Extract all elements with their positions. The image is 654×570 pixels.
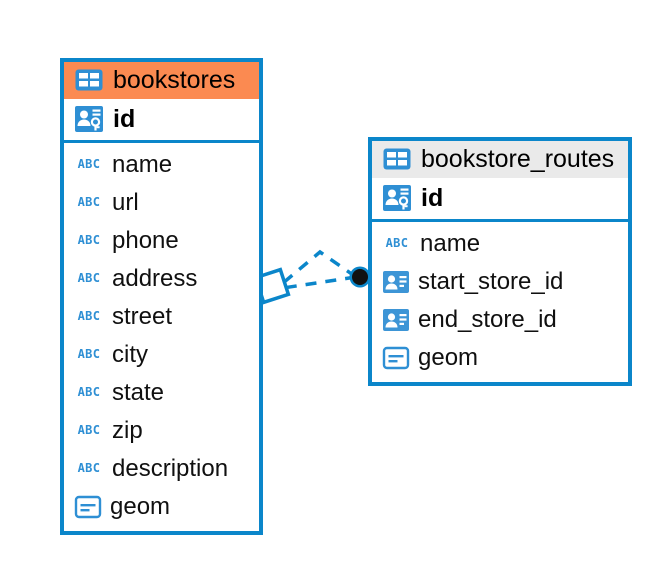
table-row[interactable]: ABC phone: [64, 222, 259, 260]
primary-key-row[interactable]: id: [64, 99, 259, 143]
table-row[interactable]: ABC street: [64, 298, 259, 336]
abc-text-icon: ABC: [74, 266, 104, 292]
column-label: geom: [418, 344, 479, 371]
svg-text:ABC: ABC: [78, 195, 101, 209]
column-list: ABC name ABC url ABC p: [64, 143, 259, 531]
svg-text:ABC: ABC: [78, 233, 101, 247]
abc-text-icon: ABC: [74, 342, 104, 368]
foreign-key-icon: [382, 268, 410, 296]
column-label: name: [112, 151, 173, 178]
column-label: url: [112, 189, 139, 216]
svg-text:ABC: ABC: [78, 461, 101, 475]
table-row[interactable]: geom: [372, 339, 628, 377]
svg-text:ABC: ABC: [78, 271, 101, 285]
column-label: city: [112, 341, 148, 368]
relationship-branch-lower: [282, 275, 357, 290]
column-label: street: [112, 303, 173, 330]
table-row[interactable]: ABC state: [64, 374, 259, 412]
table-icon: [74, 67, 104, 93]
geometry-icon: [382, 344, 410, 372]
primary-key-row[interactable]: id: [372, 178, 628, 222]
primary-key-icon: [382, 183, 412, 213]
entity-header-bookstores[interactable]: bookstores: [64, 62, 259, 99]
foreign-key-icon: [382, 306, 410, 334]
svg-text:ABC: ABC: [78, 157, 101, 171]
column-label: geom: [110, 493, 171, 520]
table-row[interactable]: ABC name: [372, 225, 628, 263]
primary-key-label: id: [421, 183, 444, 212]
abc-text-icon: ABC: [74, 190, 104, 216]
svg-text:ABC: ABC: [386, 236, 409, 250]
column-label: name: [420, 230, 481, 257]
table-row[interactable]: start_store_id: [372, 263, 628, 301]
table-icon: [382, 146, 412, 172]
column-label: end_store_id: [418, 306, 557, 333]
abc-text-icon: ABC: [74, 418, 104, 444]
primary-key-icon: [74, 104, 104, 134]
table-row[interactable]: end_store_id: [372, 301, 628, 339]
relationship-branch-upper: [281, 249, 357, 285]
table-row[interactable]: ABC name: [64, 146, 259, 184]
entity-table-bookstore-routes[interactable]: bookstore_routes id: [368, 137, 632, 386]
abc-text-icon: ABC: [74, 152, 104, 178]
abc-text-icon: ABC: [74, 228, 104, 254]
svg-text:ABC: ABC: [78, 309, 101, 323]
entity-title: bookstores: [113, 65, 236, 94]
entity-header-bookstore-routes[interactable]: bookstore_routes: [372, 141, 628, 178]
svg-text:ABC: ABC: [78, 347, 101, 361]
entity-title: bookstore_routes: [421, 144, 615, 173]
table-row[interactable]: geom: [64, 488, 259, 526]
svg-text:ABC: ABC: [78, 423, 101, 437]
table-row[interactable]: ABC url: [64, 184, 259, 222]
column-label: zip: [112, 417, 143, 444]
column-label: start_store_id: [418, 268, 564, 295]
column-label: phone: [112, 227, 179, 254]
primary-key-label: id: [113, 104, 136, 133]
column-label: state: [112, 379, 165, 406]
abc-text-icon: ABC: [74, 304, 104, 330]
abc-text-icon: ABC: [382, 231, 412, 257]
abc-text-icon: ABC: [74, 380, 104, 406]
table-row[interactable]: ABC description: [64, 450, 259, 488]
entity-table-bookstores[interactable]: bookstores id: [60, 58, 263, 535]
column-label: description: [112, 455, 229, 482]
svg-text:ABC: ABC: [78, 385, 101, 399]
column-list: ABC name start_store_id: [372, 222, 628, 382]
column-label: address: [112, 265, 198, 292]
table-row[interactable]: ABC address: [64, 260, 259, 298]
geometry-icon: [74, 493, 102, 521]
table-row[interactable]: ABC zip: [64, 412, 259, 450]
table-row[interactable]: ABC city: [64, 336, 259, 374]
abc-text-icon: ABC: [74, 456, 104, 482]
